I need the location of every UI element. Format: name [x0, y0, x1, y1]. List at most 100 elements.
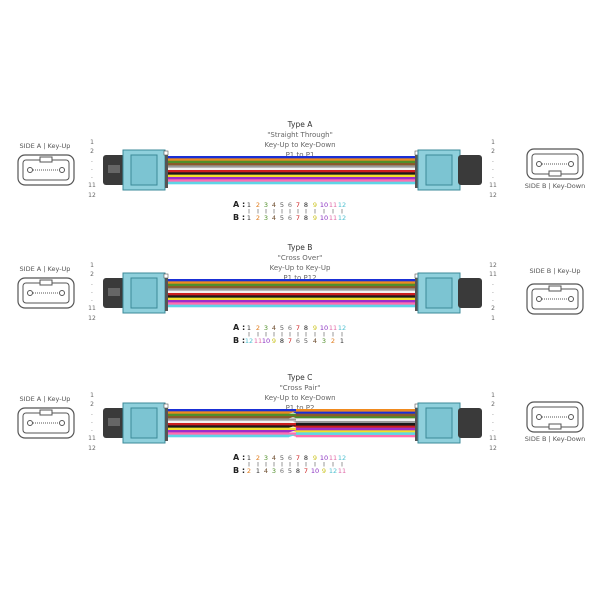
row-a-number: 3 [264, 201, 268, 209]
row-b-number: 10 [262, 337, 270, 345]
key-marker [163, 273, 169, 279]
left-fiber-number: 2 [90, 148, 94, 155]
side-a-label: SIDE A | Key-Up [20, 395, 71, 403]
right-fiber-number: . [492, 418, 494, 425]
fiber-strand [165, 297, 417, 301]
left-fiber-number: . [91, 280, 93, 287]
connector-face [425, 277, 453, 309]
row-a-number: 8 [304, 324, 308, 332]
row-b-number: 4 [272, 214, 276, 222]
row-b-number: 1 [247, 214, 251, 222]
connector-face [130, 407, 158, 439]
boot-slot [108, 288, 120, 296]
right-fiber-number: 1 [491, 139, 495, 146]
left-fiber-number: 1 [90, 392, 94, 399]
left-fiber-number: 1 [90, 262, 94, 269]
row-a-number: 2 [256, 454, 260, 462]
row-a-number: 12 [338, 324, 346, 332]
fiber-strand [296, 427, 417, 431]
diagram-polarity: P1 to P2 [286, 404, 315, 412]
row-a-number: 1 [247, 201, 251, 209]
diagram-subtitle: "Straight Through" [267, 131, 333, 139]
diagram-polarity: P1 to P1 [286, 151, 315, 159]
diagram-title: Type A [287, 120, 314, 129]
fiber-strand [165, 423, 289, 426]
fiber-crossing [289, 423, 297, 428]
fiber-strand [165, 177, 417, 180]
row-a-number: 5 [280, 454, 284, 462]
row-a-number: 7 [296, 201, 300, 209]
row-a-number: 4 [272, 201, 276, 209]
pin-hole [568, 296, 574, 302]
row-b-number: 10 [320, 214, 328, 222]
fiber-strand [165, 158, 417, 161]
row-a-number: 9 [313, 454, 317, 462]
diagram-type-a: Type A "Straight Through" Key-Up to Key-Do… [17, 120, 585, 222]
fiber-strand [165, 286, 417, 289]
row-b-label: B : [233, 336, 245, 345]
row-a-number: 1 [247, 454, 251, 462]
diagram-keys: Key-Up to Key-Down [264, 141, 335, 149]
connector-face [130, 154, 158, 186]
diagram-subtitle: "Cross Over" [278, 254, 323, 262]
right-fiber-number: 1 [491, 315, 495, 322]
fiber-crossing [289, 420, 297, 423]
pin-hole [536, 414, 542, 420]
pin-hole [27, 167, 33, 173]
fiber-crossing [289, 411, 297, 414]
fiber-strand [165, 302, 417, 305]
fiber-strand [165, 416, 289, 419]
left-fiber-number: 2 [90, 271, 94, 278]
row-b-number: 11 [338, 467, 346, 475]
fiber-crossing [289, 409, 297, 414]
row-b-number: 8 [280, 337, 284, 345]
row-a-number: 6 [288, 324, 292, 332]
fiber-strand [165, 160, 417, 164]
row-a-number: 9 [313, 324, 317, 332]
fiber-strand [165, 295, 417, 298]
pin-hole [27, 420, 33, 426]
fiber-strand [165, 281, 417, 284]
fiber-strand [165, 420, 289, 424]
fiber-strand [296, 413, 417, 417]
row-b-number: 12 [329, 467, 337, 475]
row-a-number: 12 [338, 201, 346, 209]
fiber-strand [165, 304, 417, 308]
diagram-keys: Key-Up to Key-Down [264, 394, 335, 402]
row-b-label: B : [233, 466, 245, 475]
row-a-number: 9 [313, 201, 317, 209]
fiber-strand [296, 411, 417, 414]
fiber-crossing [289, 416, 297, 419]
key-notch [548, 170, 562, 177]
side-b-label: SIDE B | Key-Down [525, 435, 585, 443]
left-fiber-number: 1 [90, 139, 94, 146]
row-b-number: 8 [304, 214, 308, 222]
row-a-number: 10 [320, 324, 328, 332]
right-fiber-number: . [492, 157, 494, 164]
right-fiber-number: . [492, 173, 494, 180]
ferrule [165, 152, 168, 188]
right-fiber-number: 11 [489, 271, 497, 278]
fiber-strand [165, 283, 417, 287]
right-fiber-number: . [492, 296, 494, 303]
left-fiber-number: 12 [88, 315, 96, 322]
row-a-label: A : [233, 453, 245, 462]
row-b-number: 1 [340, 337, 344, 345]
fiber-strand [165, 290, 417, 294]
row-a-number: 10 [320, 201, 328, 209]
left-fiber-number: . [91, 410, 93, 417]
right-fiber-number: . [492, 410, 494, 417]
pin-hole [59, 420, 65, 426]
left-fiber-number: . [91, 418, 93, 425]
left-fiber-number: . [91, 296, 93, 303]
fiber-strand [165, 172, 417, 175]
fiber-strand [296, 434, 417, 438]
fiber-strand [296, 416, 417, 419]
left-fiber-number: 12 [88, 445, 96, 452]
row-b-number: 11 [329, 214, 337, 222]
diagram-polarity: P1 to P12 [283, 274, 316, 282]
fiber-strand [165, 300, 417, 303]
key-marker [163, 403, 169, 409]
